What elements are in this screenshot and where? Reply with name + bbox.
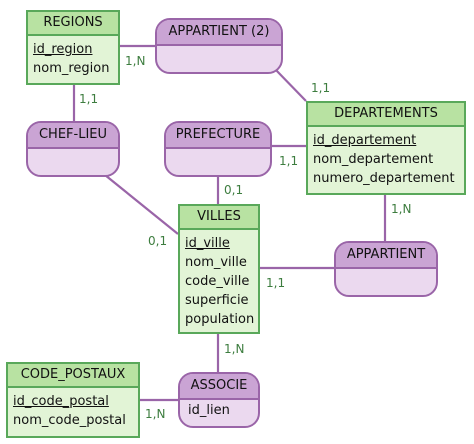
cardinality-regions-cheflieu: 1,1 (79, 92, 99, 106)
entity-title: CODE_POSTAUX (8, 364, 138, 388)
entity-villes[interactable]: VILLES id_ville nom_ville code_ville sup… (178, 204, 260, 334)
entity-title: VILLES (180, 206, 258, 230)
association-appartient[interactable]: APPARTIENT (334, 241, 438, 297)
link-cheflieu-villes (104, 174, 179, 235)
association-associe[interactable]: ASSOCIE id_lien (178, 372, 260, 428)
association-title: APPARTIENT (2) (157, 20, 281, 46)
association-prefecture[interactable]: PREFECTURE (164, 121, 272, 177)
association-appartient2[interactable]: APPARTIENT (2) (155, 18, 283, 74)
entity-code-postaux[interactable]: CODE_POSTAUX id_code_postal nom_code_pos… (6, 362, 140, 438)
association-title: APPARTIENT (336, 243, 436, 269)
cardinality-departements-prefecture: 1,1 (279, 154, 299, 168)
entity-regions[interactable]: REGIONS id_region nom_region (26, 10, 120, 85)
association-title: CHEF-LIEU (28, 123, 118, 149)
cardinality-villes-prefecture: 0,1 (224, 183, 244, 197)
association-title: PREFECTURE (166, 123, 270, 149)
cardinality-villes-cheflieu: 0,1 (148, 234, 168, 248)
link-appartient2-departements (273, 67, 307, 102)
association-chef-lieu[interactable]: CHEF-LIEU (26, 121, 120, 177)
attribute-primary-key: id_region (33, 42, 93, 57)
cardinality-villes-associe: 1,N (224, 342, 245, 356)
attribute: code_ville (185, 274, 250, 289)
attribute: numero_departement (313, 171, 455, 186)
attribute: population (185, 312, 255, 327)
entity-title: DEPARTEMENTS (308, 103, 464, 127)
attribute: nom_ville (185, 255, 247, 270)
cardinality-regions-appartient2: 1,N (125, 54, 146, 68)
association-title: ASSOCIE (180, 374, 258, 400)
attribute: nom_region (33, 61, 110, 76)
attribute-primary-key: id_code_postal (13, 394, 109, 409)
attribute: id_lien (188, 403, 230, 418)
cardinality-departements-appartient2: 1,1 (311, 81, 331, 95)
attribute: superficie (185, 293, 249, 308)
cardinality-departements-appartient: 1,N (391, 202, 412, 216)
entity-departements[interactable]: DEPARTEMENTS id_departement nom_departem… (306, 101, 466, 195)
attribute-primary-key: id_departement (313, 133, 417, 148)
attribute-primary-key: id_ville (185, 236, 230, 251)
cardinality-codepostaux-associe: 1,N (145, 407, 166, 421)
attribute: nom_code_postal (13, 413, 126, 428)
attribute: nom_departement (313, 152, 434, 167)
entity-title: REGIONS (28, 12, 118, 36)
cardinality-villes-appartient: 1,1 (266, 276, 286, 290)
